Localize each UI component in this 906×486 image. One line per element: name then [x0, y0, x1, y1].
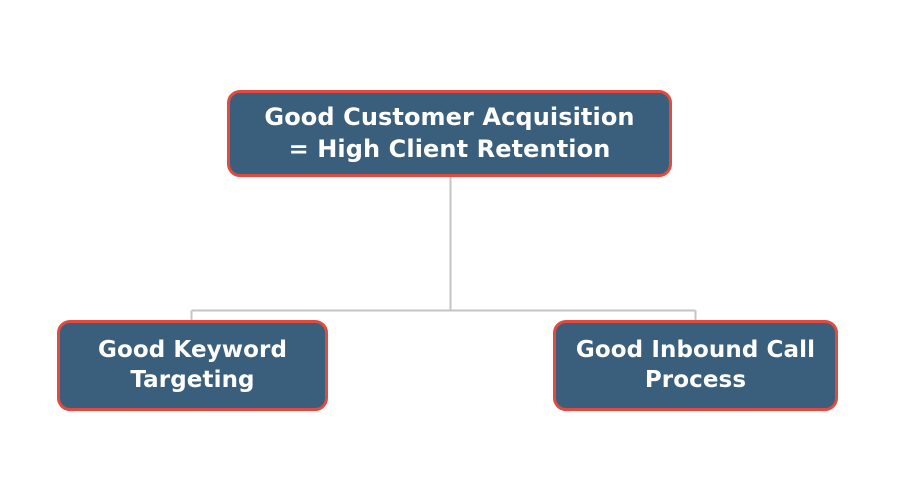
node-child-keyword-targeting[interactable]: Good Keyword Targeting — [57, 320, 328, 411]
node-root-label: Good Customer Acquisition = High Client … — [264, 103, 635, 163]
node-child-keyword-targeting-label: Good Keyword Targeting — [97, 336, 288, 393]
node-root[interactable]: Good Customer Acquisition = High Client … — [227, 90, 672, 177]
node-child-inbound-call-process[interactable]: Good Inbound Call Process — [553, 320, 838, 411]
node-child-inbound-call-process-label: Good Inbound Call Process — [575, 336, 816, 393]
